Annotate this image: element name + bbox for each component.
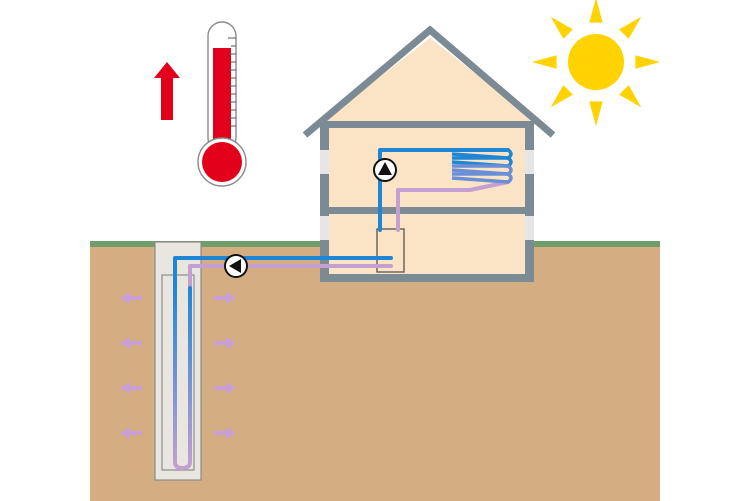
heat-flow-arrow-left	[120, 427, 142, 439]
pipe-ground-supply	[173, 256, 393, 292]
thermometer-tube-fill	[213, 48, 231, 158]
house-window-left-upper	[320, 150, 329, 174]
sun-ray	[532, 55, 557, 69]
thermometer-icon	[197, 21, 247, 187]
pipe-borehole-loop	[173, 286, 192, 471]
arrow-up-icon	[154, 62, 180, 120]
house-base-slab	[320, 274, 534, 282]
pipe-house-return	[396, 180, 510, 232]
heat-flow-arrow-right	[214, 292, 236, 304]
sun-ray	[589, 101, 603, 126]
heat-flow-arrow-right	[214, 427, 236, 439]
heat-flow-arrow-left	[120, 337, 142, 349]
heat-flow-arrow-left	[120, 382, 142, 394]
underfloor-heating-coil	[451, 148, 513, 184]
house-wall-right-upper	[525, 123, 534, 150]
heat-flow-arrow-right	[214, 382, 236, 394]
house-wall-right-lower	[525, 240, 534, 282]
sun-icon	[532, 0, 660, 126]
house	[302, 25, 556, 282]
house-ceiling	[320, 121, 534, 128]
ground-heat-flow-arrows	[120, 292, 236, 439]
heat-flow-arrow-left	[120, 292, 142, 304]
house-window-right-upper	[525, 150, 534, 174]
house-wall-left-upper	[320, 123, 329, 150]
pipe-ground-return	[188, 264, 393, 292]
sun-ray	[550, 85, 573, 108]
house-roof-fill	[318, 38, 541, 125]
sun-ray	[619, 16, 642, 39]
house-wall-left-lower	[320, 240, 329, 282]
temperature-rise-arrow	[154, 62, 180, 120]
house-window-left-lower	[320, 216, 329, 240]
pump-direction-arrow	[378, 162, 392, 175]
house-roof	[302, 25, 556, 138]
heating-coil-turn	[451, 172, 513, 184]
house-wall-right-mid	[525, 174, 534, 216]
sun-disc	[568, 34, 624, 90]
circulation-pump-house	[373, 158, 397, 182]
house-window-right-lower	[525, 216, 534, 240]
heat-flow-arrow-right	[214, 337, 236, 349]
sun-ray	[589, 0, 603, 23]
borehole-heat-exchanger	[154, 241, 202, 481]
thermometer-bulb	[202, 142, 242, 182]
pump-direction-arrow	[229, 259, 241, 273]
circulation-pump-ground	[224, 254, 248, 278]
house-floor-slab	[320, 207, 534, 214]
sun-ray	[550, 16, 573, 39]
thermometer-ticks	[228, 37, 236, 127]
sun-ray	[619, 85, 642, 108]
sun-ray	[635, 55, 660, 69]
house-wall-left-mid	[320, 174, 329, 216]
